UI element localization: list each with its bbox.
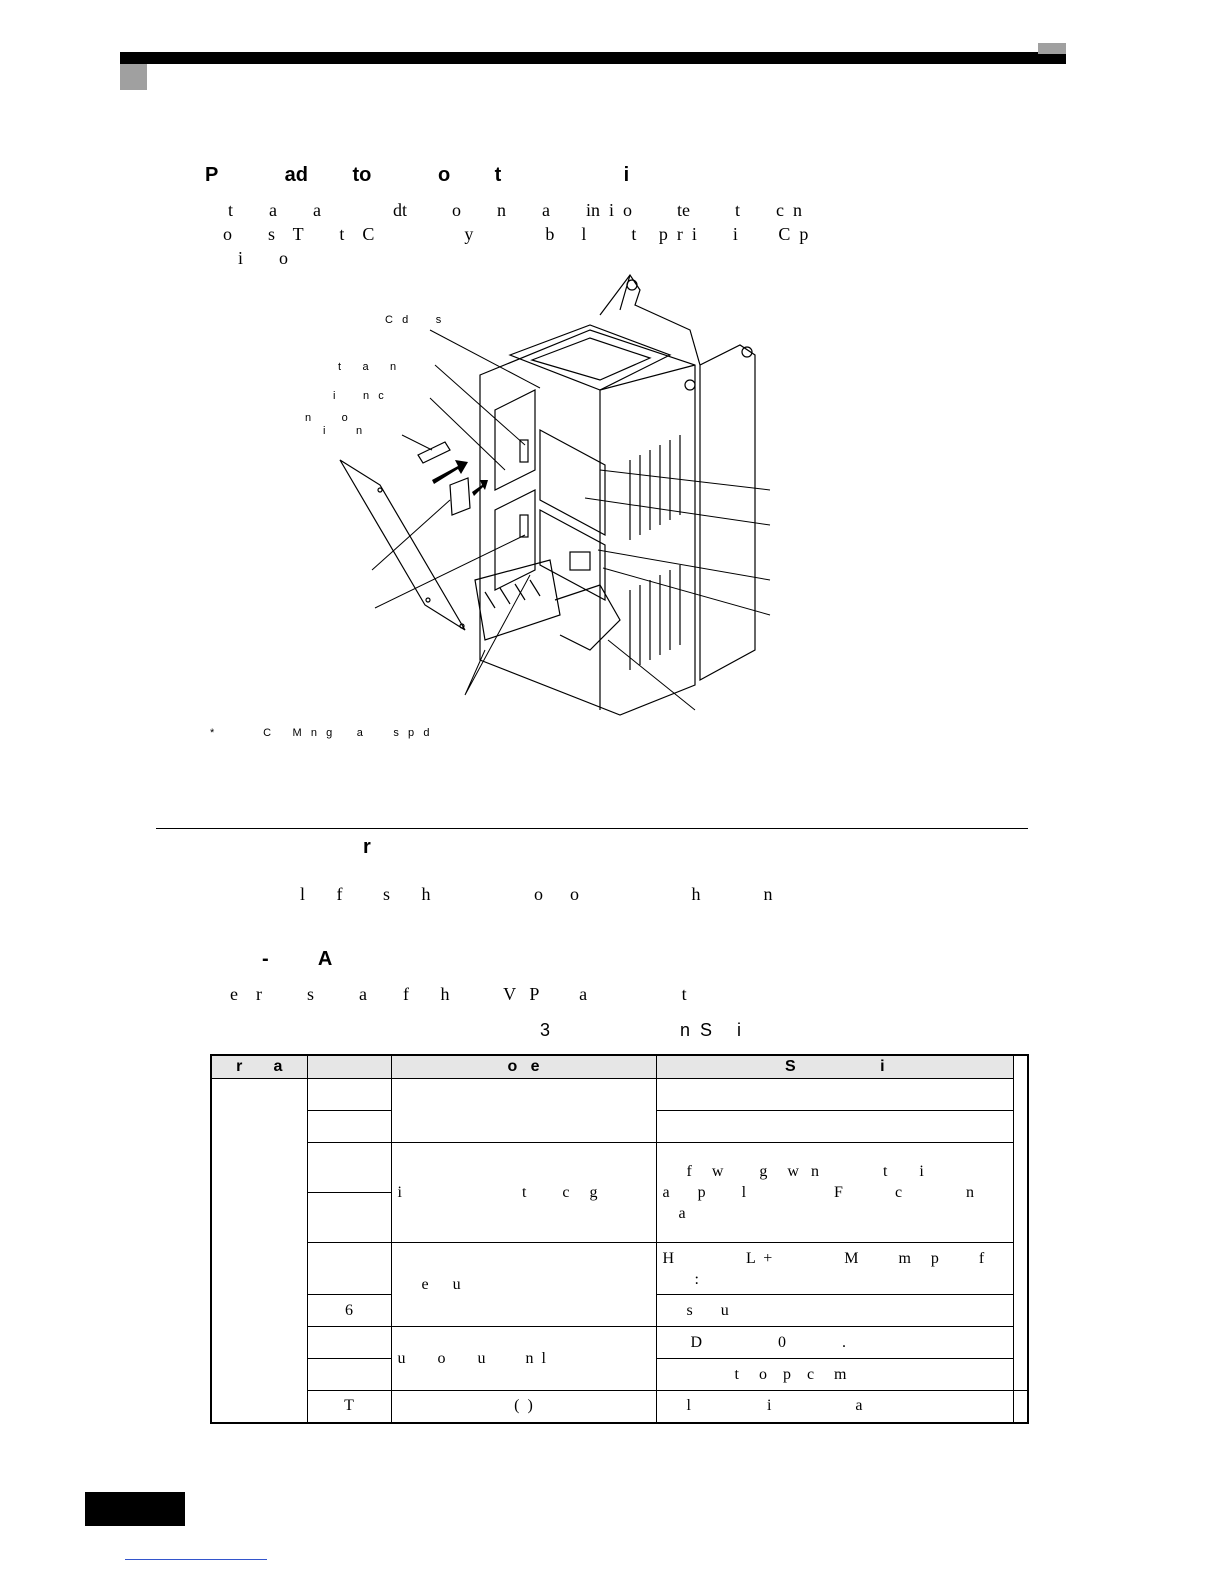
table-cell: D 0 . bbox=[655, 1326, 1015, 1359]
table-cell-multiline: f w g w n t i a p l F c n a bbox=[655, 1142, 1015, 1243]
table-cell bbox=[306, 1142, 392, 1193]
table-cell: u o u n l bbox=[390, 1326, 657, 1391]
table-row: u o u n l D 0 . bbox=[211, 1326, 1028, 1391]
figure-label-3: i n c bbox=[333, 390, 384, 402]
table-cell bbox=[306, 1192, 392, 1243]
cell-line: H L + M m p f bbox=[662, 1249, 985, 1267]
figure-label-4: n o bbox=[305, 412, 348, 424]
sub-text: e r s a f h V P a t bbox=[230, 984, 687, 1004]
spec-table: r a o e S i i t c g f w g w n bbox=[210, 1054, 1029, 1424]
table-cell bbox=[655, 1078, 1015, 1111]
header-tab-left bbox=[120, 64, 147, 90]
table-row bbox=[211, 1110, 1028, 1143]
table-header-cell: r a bbox=[210, 1054, 308, 1079]
table-row bbox=[211, 1192, 1028, 1243]
section-divider bbox=[156, 828, 1028, 829]
table-cell: t o p c m bbox=[655, 1358, 1015, 1391]
table-cell bbox=[306, 1110, 392, 1143]
table-header-cell: o e bbox=[390, 1054, 657, 1079]
cell-line: : bbox=[662, 1270, 699, 1288]
table-cell bbox=[1013, 1390, 1029, 1423]
table-header-row: r a o e S i bbox=[210, 1054, 1028, 1079]
table-cell: T bbox=[306, 1390, 392, 1423]
cell-line: a bbox=[662, 1205, 686, 1222]
table-cell bbox=[306, 1326, 392, 1359]
cell-line: f w g w n t i bbox=[662, 1163, 924, 1180]
intro-line-2: o s T t C y b l t p r i i C p bbox=[223, 224, 809, 244]
table-cell bbox=[210, 1078, 308, 1423]
footer-link-underline bbox=[125, 1559, 267, 1560]
header-bar bbox=[120, 52, 1066, 64]
table-cell: s u bbox=[655, 1294, 1015, 1327]
table-caption: 3 n S i bbox=[540, 1020, 742, 1040]
sub-heading: - A bbox=[262, 948, 333, 970]
table-cell-multiline: H L + M m p f : bbox=[655, 1242, 1015, 1295]
table-cell bbox=[655, 1110, 1015, 1143]
table-cell: e u bbox=[390, 1242, 657, 1327]
table-cell bbox=[306, 1242, 392, 1295]
intro-line-3: i o bbox=[238, 248, 289, 268]
table-row bbox=[210, 1078, 1028, 1423]
intro-line-1: t a a dt o n a in i o te t c n bbox=[228, 200, 802, 220]
table-cell: 6 bbox=[306, 1294, 392, 1327]
figure-label-1: C d s bbox=[385, 314, 442, 326]
table-row: i t c g f w g w n t i a p l F c n a bbox=[211, 1142, 1028, 1243]
table-cell bbox=[306, 1358, 392, 1391]
section2-text: l f s h o o h n bbox=[300, 884, 773, 904]
header-tab-right bbox=[1038, 43, 1066, 54]
page-number-box bbox=[85, 1492, 185, 1526]
table-cell: ( ) bbox=[390, 1390, 657, 1423]
inverter-diagram bbox=[339, 273, 771, 716]
table-row: 6 s u bbox=[211, 1294, 1028, 1327]
figure-label-2: t a n bbox=[338, 361, 397, 373]
figure-label-5: i n bbox=[323, 425, 363, 437]
section-heading: P ad to o t i bbox=[205, 164, 630, 186]
table-row: e u H L + M m p f : bbox=[211, 1242, 1028, 1327]
section2-heading: r bbox=[363, 836, 371, 858]
cell-line: a p l F c n bbox=[662, 1184, 975, 1201]
table-cell: i t c g bbox=[390, 1142, 657, 1243]
table-cell: l i a bbox=[655, 1390, 1015, 1423]
table-cell bbox=[306, 1078, 392, 1111]
table-header-cell: S i bbox=[655, 1054, 1015, 1079]
table-row: T ( ) l i a bbox=[211, 1390, 1029, 1423]
table-header-cell bbox=[306, 1054, 392, 1079]
figure-footnote: * C M n g a s p d bbox=[210, 727, 430, 739]
table-cell bbox=[390, 1078, 657, 1143]
